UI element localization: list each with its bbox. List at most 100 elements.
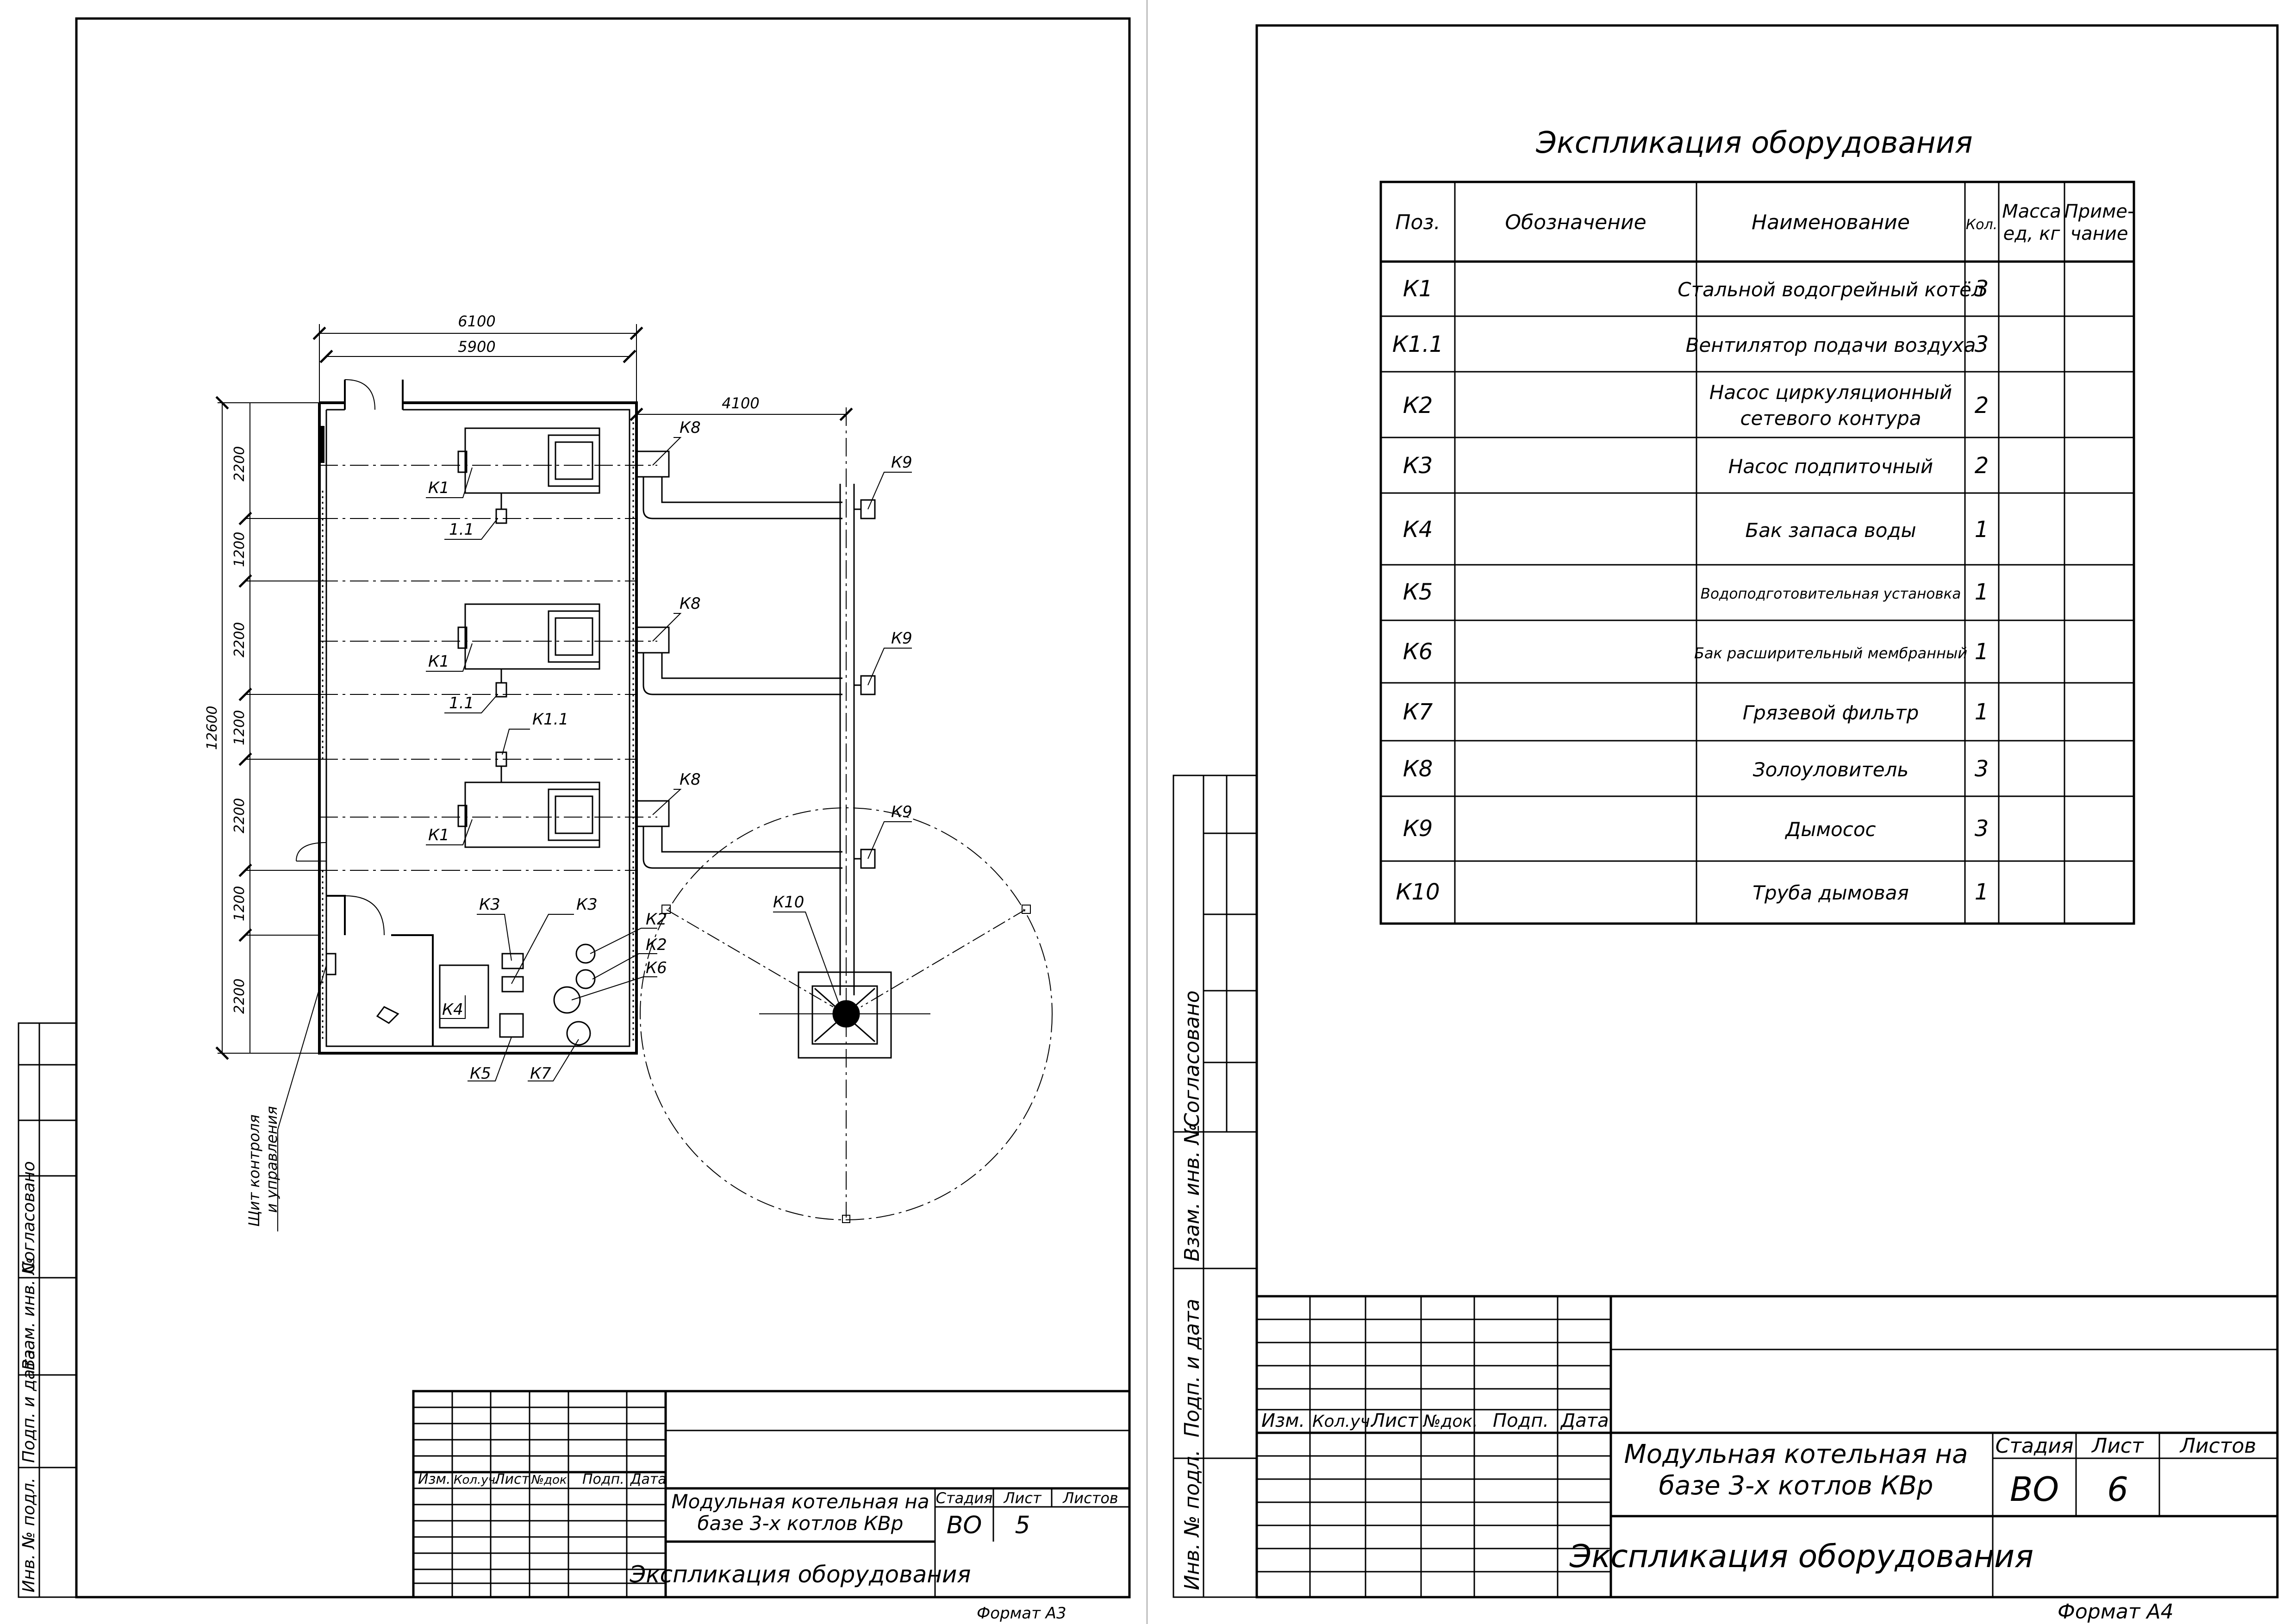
right-stamp-agreed: Согласовано (1180, 990, 1204, 1127)
row-k3-pos: К3 (1403, 453, 1433, 479)
dim-5900: 5900 (458, 338, 495, 356)
pump-k3-2 (501, 976, 524, 993)
row-k8-pos: К8 (1403, 756, 1433, 782)
label-k7: К7 (530, 1064, 551, 1083)
left-stamp-vzam: Взам. инв. № (19, 1257, 38, 1370)
plan-sheet: Инв. № подл. Подп. и дата Взам. инв. № С… (18, 17, 1131, 1623)
label-k4: К4 (442, 1000, 463, 1019)
label-k10: К10 (773, 893, 804, 912)
row-k6-pos: К6 (1403, 639, 1433, 665)
th-mass-2: ед, кг (2003, 223, 2061, 244)
left-dimensions (215, 396, 319, 1060)
left-stamp-date: Подп. и дата (19, 1349, 38, 1463)
label-k8-3: К8 (680, 770, 701, 789)
row-k5-name: Водоподготовительная установка (1701, 586, 1961, 602)
right-tb-sheets-h: Листов (2179, 1434, 2256, 1458)
row-k5-pos: К5 (1403, 579, 1433, 605)
right-tb-h-date: Дата (1560, 1410, 1609, 1431)
row-k2-pos: К2 (1403, 393, 1433, 418)
label-k1-1: К1 (428, 479, 449, 497)
right-tb-h-izm: Изм. (1261, 1410, 1305, 1431)
dim-seg-7: 2200 (231, 979, 248, 1014)
right-side-stamp (1172, 775, 1258, 1598)
building-walls (318, 401, 638, 1055)
row-k11-name: Вентилятор подачи воздуха (1686, 334, 1976, 356)
right-tb-sheet: 6 (2107, 1470, 2128, 1509)
right-tb-title-2: базе 3-х котлов КВр (1659, 1471, 1933, 1501)
left-tb-h-doc: №док. (530, 1473, 571, 1487)
th-mass-1: Масса (2002, 201, 2061, 222)
shield-label-2: и управления (263, 1106, 281, 1213)
row-k5-qty: 1 (1975, 579, 1989, 605)
label-k3-1: К3 (479, 895, 500, 914)
right-tb-h-list: Лист (1370, 1410, 1419, 1431)
left-tb-sheet: 5 (1015, 1512, 1030, 1539)
left-tb-stage-h: Стадия (936, 1489, 993, 1507)
dim-seg-5: 2200 (231, 798, 248, 833)
left-tb-docname: Экспликация оборудования (630, 1561, 971, 1588)
label-k1-3: К1 (428, 826, 449, 844)
left-tb-h-kol: Кол.уч. (454, 1473, 499, 1487)
guy-radius (640, 807, 1053, 1220)
right-tb-h-doc: №док. (1422, 1412, 1478, 1431)
right-tb-docname: Экспликация оборудования (1569, 1538, 2033, 1575)
label-k6: К6 (646, 959, 667, 977)
equipment-table (1379, 181, 2135, 925)
dim-total: 12600 (204, 706, 220, 750)
row-k3-qty: 2 (1975, 453, 1989, 479)
pump-k2-1 (575, 943, 596, 964)
chimney-k10 (759, 407, 930, 1218)
label-k9-1: К9 (891, 453, 912, 472)
row-k2-name: Насос циркуляционный (1709, 381, 1952, 404)
left-tb-title-1: Модульная котельная на (671, 1490, 929, 1513)
row-k7-name: Грязевой фильтр (1743, 701, 1919, 724)
th-qty: Кол. (1966, 217, 1997, 233)
row-k7-pos: К7 (1403, 699, 1433, 725)
right-stamp-vzam: Взам. инв. № (1180, 1123, 1204, 1262)
shield-label-1: Щит контроля (245, 1114, 263, 1227)
row-k1-name: Стальной водогрейный котёл (1678, 278, 1983, 301)
row-k3-name: Насос подпиточный (1728, 455, 1933, 478)
building-plan: 6100 5900 4100 2200 1200 2200 (204, 312, 1053, 1231)
row-k2-qty: 2 (1975, 393, 1989, 418)
row-k2-name2: сетевого контура (1740, 407, 1921, 430)
boiler-k1-3 (457, 751, 600, 848)
left-tb-h-podp: Подп. (582, 1471, 624, 1487)
tank-k6 (553, 986, 581, 1014)
pump-k2-2 (575, 969, 596, 989)
row-k8-qty: 3 (1975, 756, 1989, 782)
row-k10-pos: К10 (1396, 879, 1440, 905)
right-tb-stage: ВО (2010, 1470, 2059, 1509)
top-dimensions (312, 324, 853, 421)
dim-seg-2: 1200 (231, 532, 248, 567)
label-k8-1: К8 (680, 418, 701, 437)
row-k11-pos: К1.1 (1392, 331, 1443, 357)
row-k1-pos: К1 (1403, 276, 1433, 302)
th-designation: Обозначение (1505, 211, 1646, 234)
dim-4100: 4100 (722, 394, 759, 412)
tank-k4 (439, 964, 489, 1029)
row-k4-name: Бак запаса воды (1745, 519, 1916, 542)
right-format: Формат А4 (2058, 1600, 2174, 1624)
row-k10-name: Труба дымовая (1752, 881, 1909, 904)
left-stamp-inv: Инв. № подл. (19, 1478, 38, 1593)
right-title-block (1255, 1295, 2279, 1599)
row-k1-qty: 3 (1975, 276, 1989, 302)
row-k10-qty: 1 (1975, 879, 1989, 905)
row-k6-qty: 1 (1975, 639, 1989, 665)
label-k2-1: К2 (646, 910, 667, 929)
left-tb-sheets-h: Листов (1062, 1489, 1118, 1507)
dim-seg-3: 2200 (231, 622, 248, 657)
right-tb-sheet-h: Лист (2091, 1434, 2144, 1458)
table-sheet: Инв. № подл. Подп. и дата Взам. инв. № С… (1172, 24, 2279, 1624)
th-name: Наименование (1752, 211, 1910, 234)
left-format: Формат А3 (977, 1604, 1066, 1623)
left-tb-sheet-h: Лист (1003, 1489, 1041, 1507)
label-k11-1: 1.1 (449, 520, 474, 539)
filter-k7 (566, 1021, 591, 1046)
dim-seg-4: 1200 (231, 710, 248, 745)
right-tb-h-kol: Кол.уч. (1312, 1412, 1375, 1431)
right-tb-title-1: Модульная котельная на (1624, 1439, 1968, 1469)
dim-seg-1: 2200 (231, 446, 248, 481)
